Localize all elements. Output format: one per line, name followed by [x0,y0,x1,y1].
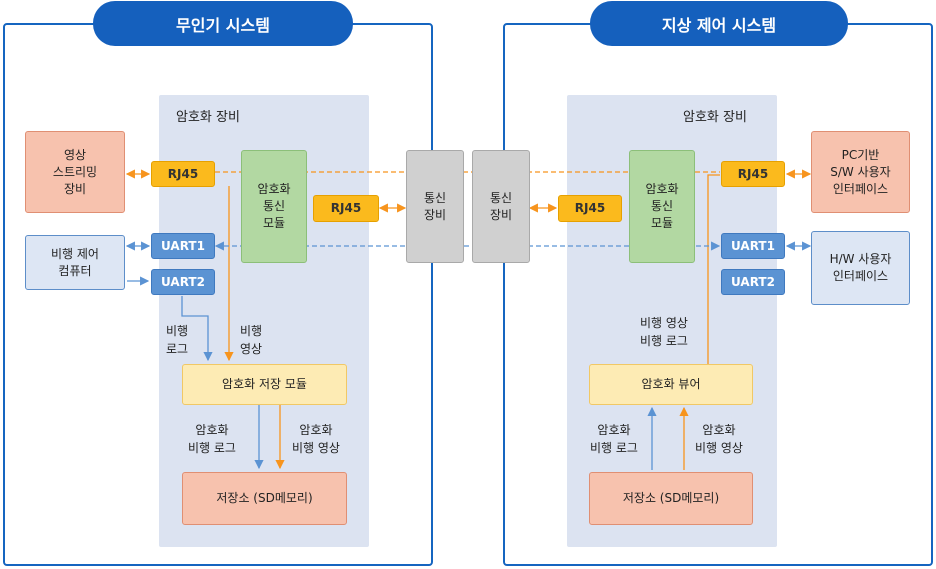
crypto-storage-module: 암호화 저장 모듈 [182,364,347,405]
drone-sd-storage: 저장소 (SD메모리) [182,472,347,525]
label-flight-video-log: 비행 영상 비행 로그 [640,316,688,348]
label-ground-encrypted-log: 암호화 비행 로그 [590,423,638,455]
drone-rj45-input: RJ45 [151,161,215,187]
flight-control-computer: 비행 제어 컴퓨터 [25,235,125,290]
ground-rj45-input: RJ45 [558,195,622,222]
drone-uart2: UART2 [151,269,215,295]
label-encrypted-flight-log: 암호화 비행 로그 [188,423,236,455]
comm-equipment-left: 통신 장비 [406,150,464,263]
drone-uart1: UART1 [151,233,215,259]
label-encrypted-flight-video: 암호화 비행 영상 [292,423,340,455]
crypto-viewer: 암호화 뷰어 [589,364,753,405]
comm-equipment-right: 통신 장비 [472,150,530,263]
video-streaming-device: 영상 스트리밍 장비 [25,131,125,213]
label-flight-log: 비행 로그 [166,324,189,356]
ground-equipment-title: 암호화 장비 [683,110,747,125]
label-ground-encrypted-video: 암호화 비행 영상 [695,423,743,455]
ground-uart2: UART2 [721,269,785,295]
pc-sw-user-interface: PC기반 S/W 사용자 인터페이스 [811,131,910,213]
hw-user-interface: H/W 사용자 인터페이스 [811,231,910,305]
ground-system-title: 지상 제어 시스템 [590,1,848,46]
drone-system-title: 무인기 시스템 [93,1,353,46]
ground-uart1: UART1 [721,233,785,259]
ground-crypto-comm-module: 암호화 통신 모듈 [629,150,695,263]
label-flight-video: 비행 영상 [240,324,263,356]
ground-rj45-output: RJ45 [721,161,785,187]
drone-crypto-comm-module: 암호화 통신 모듈 [241,150,307,263]
drone-rj45-output: RJ45 [313,195,379,222]
ground-sd-storage: 저장소 (SD메모리) [589,472,753,525]
drone-equipment-title: 암호화 장비 [176,110,240,125]
